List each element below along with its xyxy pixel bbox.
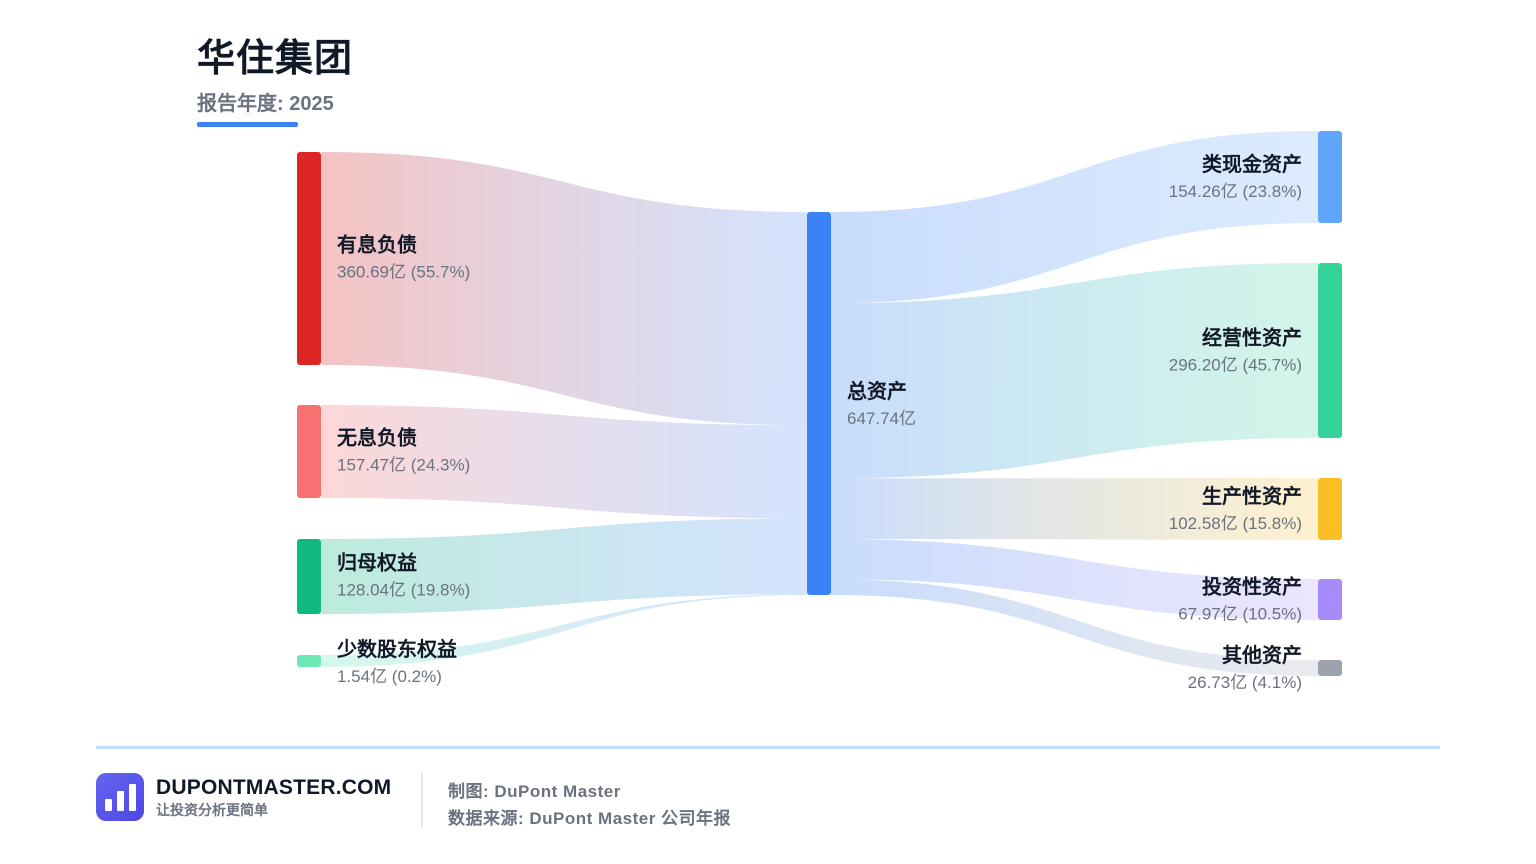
node-t5 (1318, 660, 1342, 676)
footer-divider-line (96, 746, 1440, 749)
link-t3 (831, 478, 1318, 540)
node-t4 (1318, 579, 1342, 620)
link-s4 (321, 594, 807, 667)
source-label-s1: 有息负债 (337, 233, 417, 257)
target-value-t1: 154.26亿 (23.8%) (1169, 182, 1302, 201)
source-value-s4: 1.54亿 (0.2%) (337, 667, 442, 686)
data-source: 数据来源: DuPont Master 公司年报 (448, 809, 732, 828)
chart-author: 制图: DuPont Master (448, 782, 621, 801)
bar-chart-logo-icon (96, 773, 144, 821)
sankey-labels: 有息负债 360.69亿 (55.7%) 无息负债 157.47亿 (24.3%) 归母… (336, 152, 1302, 692)
target-label-t2: 经营性资产 (1202, 326, 1302, 350)
link-t4 (831, 539, 1318, 620)
footer-vertical-divider (421, 773, 423, 827)
link-s1 (321, 152, 807, 426)
sankey-diagram: 有息负债 360.69亿 (55.7%) 无息负债 157.47亿 (24.3%) 归母… (297, 131, 1342, 692)
node-s2 (297, 405, 321, 498)
source-label-s2: 无息负债 (337, 426, 417, 450)
target-label-t3: 生产性资产 (1202, 484, 1302, 508)
target-value-t4: 67.97亿 (10.5%) (1178, 605, 1302, 624)
node-s3 (297, 539, 321, 614)
target-label-t4: 投资性资产 (1202, 575, 1302, 599)
node-s1 (297, 152, 321, 365)
center-label: 总资产 (847, 379, 907, 403)
target-label-t1: 类现金资产 (1202, 152, 1302, 176)
node-center (807, 212, 831, 595)
source-label-s4: 少数股东权益 (336, 637, 457, 661)
link-t1 (831, 131, 1318, 304)
title-underline (197, 122, 298, 127)
credits: 制图: DuPont Master 数据来源: DuPont Master 公司… (448, 778, 731, 832)
source-value-s2: 157.47亿 (24.3%) (337, 456, 470, 475)
node-t1 (1318, 131, 1342, 223)
link-t5 (831, 579, 1318, 676)
sankey-nodes (297, 131, 1342, 676)
report-year: 报告年度: 2025 (197, 93, 334, 115)
source-value-s3: 128.04亿 (19.8%) (337, 581, 470, 600)
brand-name: DUPONTMASTER.COM (156, 776, 392, 799)
brand-tagline: 让投资分析更简单 (156, 802, 268, 818)
node-t3 (1318, 478, 1342, 540)
source-label-s3: 归母权益 (337, 551, 417, 575)
brand[interactable]: DUPONTMASTER.COM 让投资分析更简单 (96, 773, 391, 821)
link-s2 (321, 405, 807, 519)
node-s4 (297, 655, 321, 667)
target-value-t5: 26.73亿 (4.1%) (1188, 673, 1302, 692)
target-value-t3: 102.58亿 (15.8%) (1169, 514, 1302, 533)
target-value-t2: 296.20亿 (45.7%) (1169, 356, 1302, 375)
link-t2 (831, 263, 1318, 479)
source-value-s1: 360.69亿 (55.7%) (337, 263, 470, 282)
header: 华住集团 报告年度: 2025 (197, 36, 353, 127)
node-t2 (1318, 263, 1342, 438)
target-label-t5: 其他资产 (1222, 643, 1302, 667)
sankey-links (321, 131, 1318, 676)
link-s3 (321, 518, 807, 614)
center-value: 647.74亿 (847, 409, 916, 428)
page-title: 华住集团 (197, 38, 354, 80)
